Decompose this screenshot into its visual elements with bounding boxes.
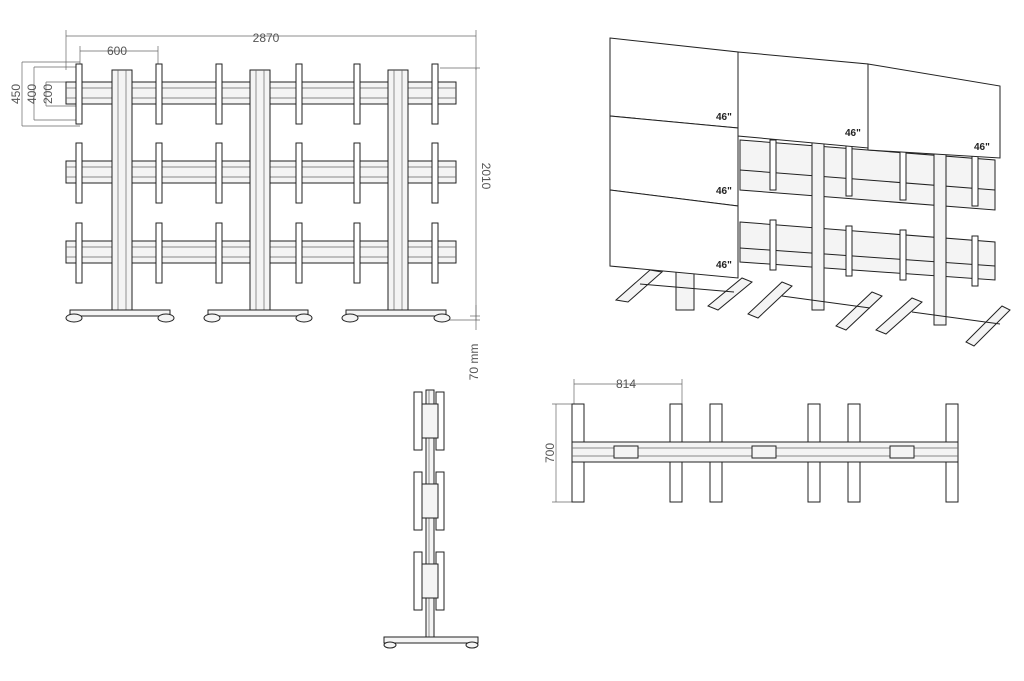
- dimension-spacing: 600: [79, 44, 159, 70]
- side-view: [383, 389, 479, 649]
- dim-height-b-label: 400: [25, 84, 39, 104]
- screen-size-label: 46": [845, 128, 861, 139]
- dim-top-spacing-label: 814: [616, 377, 636, 391]
- iso-frame: [675, 139, 996, 326]
- screen-size-label: 46": [716, 112, 732, 123]
- front-brackets: [75, 63, 439, 284]
- front-feet: [65, 309, 451, 323]
- iso-feet: [614, 269, 1011, 347]
- screen-size-label: 46": [716, 186, 732, 197]
- dimension-total-height: 2010 70 mm: [440, 67, 493, 381]
- dimension-left-heights: 450 400 200: [9, 61, 80, 127]
- dim-spacing-label: 600: [107, 44, 127, 58]
- front-view: 2870 600 450 400 200: [9, 30, 493, 380]
- dimension-depth: 700: [543, 403, 574, 503]
- dim-total-height-label: 2010: [479, 163, 493, 190]
- top-view: 814 700: [543, 377, 959, 503]
- dim-floor-gap-label: 70 mm: [467, 344, 481, 381]
- screen-size-label: 46": [974, 142, 990, 153]
- dimension-top-spacing: 814: [573, 377, 683, 404]
- front-columns: [111, 69, 409, 313]
- dimension-total-width: 2870: [65, 30, 477, 70]
- dim-height-a-label: 450: [9, 84, 23, 104]
- iso-screen: [609, 189, 739, 279]
- dim-total-width-label: 2870: [253, 31, 280, 45]
- screen-size-label: 46": [716, 260, 732, 271]
- dim-depth-label: 700: [543, 443, 557, 463]
- iso-view: 46" 46" 46" 46" 46": [609, 37, 1011, 347]
- iso-screens: 46" 46" 46" 46" 46": [609, 37, 1001, 279]
- dim-height-c-label: 200: [41, 84, 55, 104]
- iso-screen: [867, 63, 1001, 159]
